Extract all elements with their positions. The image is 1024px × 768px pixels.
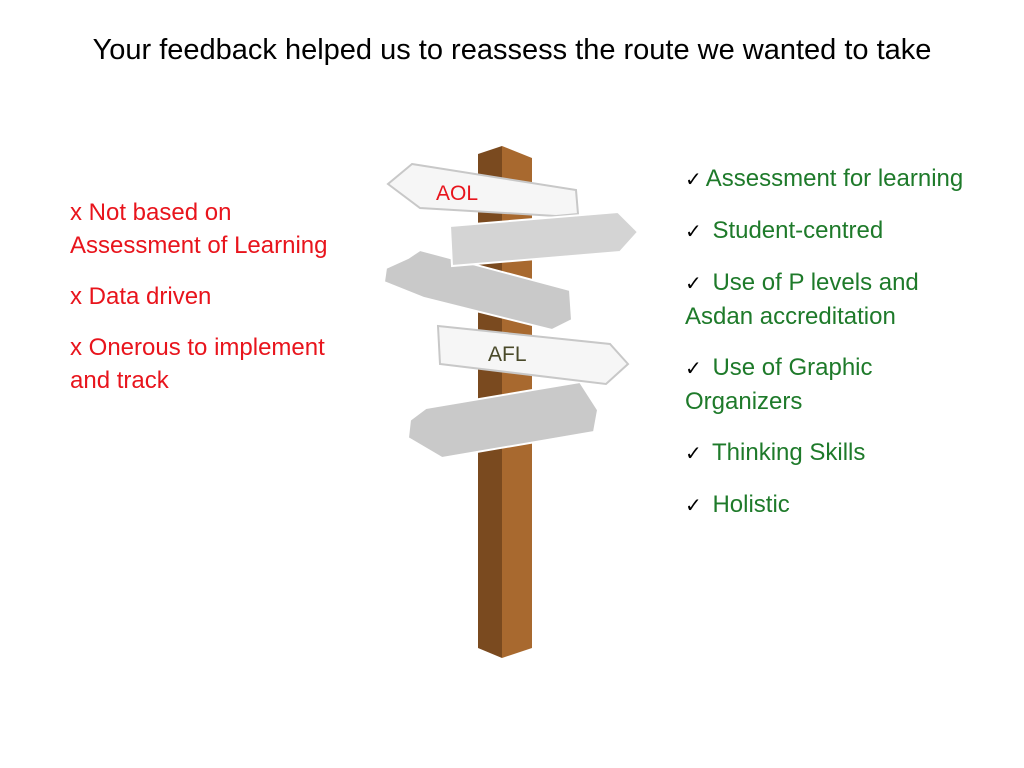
negative-item: x Onerous to implement and track <box>70 334 325 394</box>
slide-title: Your feedback helped us to reassess the … <box>92 34 932 66</box>
checkmark-icon: ✓ <box>685 271 702 295</box>
positive-item: ✓ Holistic <box>685 488 985 522</box>
negative-item: x Data driven <box>70 283 212 310</box>
checkmark-icon: ✓ <box>685 441 702 465</box>
sign-aol <box>386 162 580 218</box>
positive-item-text: Assessment for learning <box>705 165 964 192</box>
positive-item-text: Thinking Skills <box>712 439 866 466</box>
signpost-illustration: AOL AFL <box>382 146 640 658</box>
checkmark-icon: ✓ <box>685 219 702 243</box>
afl-label: AFL <box>488 343 527 366</box>
positive-item-text: Holistic <box>712 491 790 518</box>
positive-item: ✓Assessment for learning <box>685 162 985 196</box>
aol-label: AOL <box>436 182 478 205</box>
positive-item: ✓ Use of P levels and Asdan accreditatio… <box>685 266 985 333</box>
sign-afl <box>436 324 630 386</box>
positive-item-text: Use of Graphic Organizers <box>685 354 873 415</box>
positive-item: ✓ Use of Graphic Organizers <box>685 351 985 418</box>
negatives-list: x Not based on Assessment of Learning x … <box>70 196 350 415</box>
checkmark-icon: ✓ <box>685 356 702 380</box>
negative-item: x Not based on Assessment of Learning <box>70 199 328 259</box>
checkmark-icon: ✓ <box>685 493 702 517</box>
positives-list: ✓Assessment for learning ✓ Student-centr… <box>685 162 985 540</box>
sign-lower-left <box>406 380 600 460</box>
positive-item-text: Use of P levels and Asdan accreditation <box>685 269 919 330</box>
sign-upper-right <box>448 210 640 268</box>
positive-item-text: Student-centred <box>712 217 884 244</box>
positive-item: ✓ Student-centred <box>685 214 985 248</box>
positive-item: ✓ Thinking Skills <box>685 436 985 470</box>
checkmark-icon: ✓ <box>685 167 702 191</box>
